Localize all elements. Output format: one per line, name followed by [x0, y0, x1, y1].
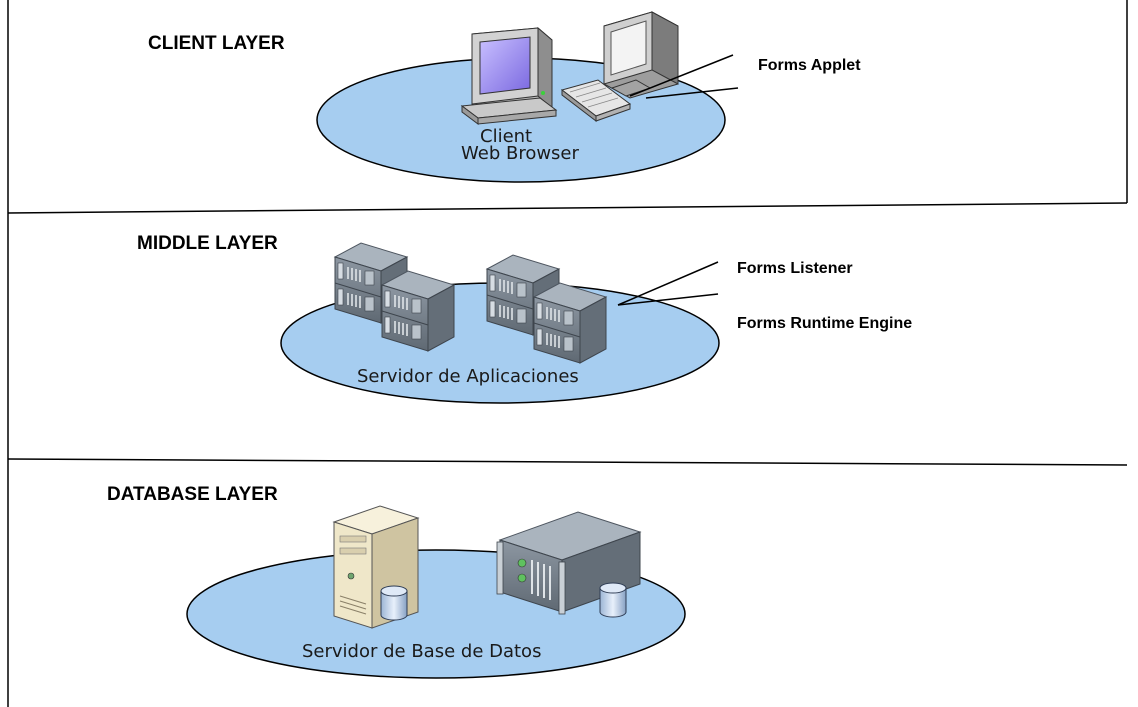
client-label: Client	[480, 126, 532, 147]
servidor-base-datos-label: Servidor de Base de Datos	[302, 641, 541, 662]
client-layer: CLIENT LAYER	[148, 11, 861, 183]
middle-layer: MIDDLE LAYER Forms Listener Forms Runtim…	[137, 233, 912, 404]
rack-server-icon	[533, 282, 607, 364]
monitor-icon	[603, 11, 679, 99]
forms-applet-label: Forms Applet	[758, 57, 861, 74]
forms-listener-pointer	[617, 261, 719, 306]
database-cylinder-icon	[599, 582, 627, 618]
forms-runtime-engine-label: Forms Runtime Engine	[737, 315, 912, 332]
middle-layer-title: MIDDLE LAYER	[137, 233, 278, 254]
rack-server-icon	[381, 270, 455, 352]
desktop-computer-icon	[460, 26, 558, 125]
forms-listener-label: Forms Listener	[737, 260, 853, 277]
database-cylinder-icon	[380, 585, 408, 621]
database-layer: DATABASE LAYER	[107, 484, 686, 679]
database-layer-title: DATABASE LAYER	[107, 484, 278, 505]
web-browser-label: Web Browser	[461, 143, 580, 164]
forms-applet-pointer-2	[645, 87, 739, 99]
rack-server-icon	[496, 511, 642, 615]
keyboard-icon	[560, 79, 632, 123]
layer-separator-2	[7, 458, 1128, 466]
client-layer-title: CLIENT LAYER	[148, 33, 285, 54]
servidor-aplicaciones-label: Servidor de Aplicaciones	[357, 366, 579, 387]
forms-applet-pointer-1	[629, 54, 734, 97]
layer-separator-1	[7, 202, 1128, 214]
forms-runtime-pointer	[617, 293, 719, 306]
